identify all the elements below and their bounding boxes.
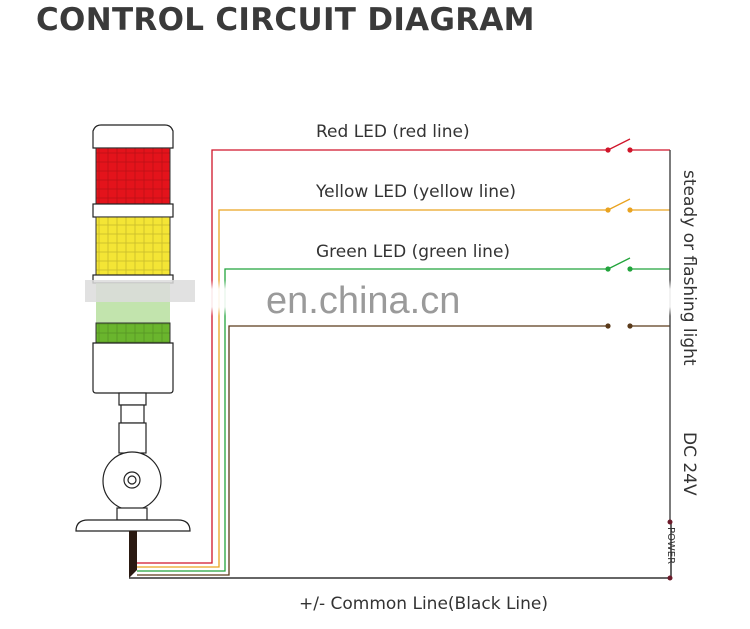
switch-yellow-lever bbox=[607, 198, 631, 211]
tower-neck bbox=[118, 392, 147, 406]
tower-base-body bbox=[92, 342, 174, 394]
tower-ring bbox=[92, 203, 174, 218]
common-line-label: +/- Common Line(Black Line) bbox=[299, 594, 548, 614]
signal-tower bbox=[75, 124, 195, 578]
switch-red-contact bbox=[627, 147, 633, 153]
voltage-label: DC 24V bbox=[679, 432, 699, 496]
wire-red bbox=[137, 149, 608, 564]
wire-green bbox=[137, 268, 608, 572]
wire-red-label: Red LED (red line) bbox=[316, 122, 470, 142]
wires: Red LED (red line) Yellow LED (yellow lin… bbox=[129, 122, 673, 581]
tower-pole bbox=[120, 404, 145, 424]
watermark: en.china.cn bbox=[266, 280, 460, 322]
tower-pole-lower bbox=[118, 422, 147, 454]
mount-base-plate bbox=[75, 519, 191, 532]
switch-yellow-contact bbox=[627, 207, 633, 213]
switch-green-contact bbox=[627, 266, 633, 272]
common-line bbox=[129, 522, 672, 579]
switch-brown-contact bbox=[627, 323, 633, 329]
power-terminal bbox=[667, 575, 673, 581]
power-label: POWER bbox=[665, 527, 676, 564]
tower-cap bbox=[92, 124, 174, 149]
switch-brown-contact bbox=[605, 323, 611, 329]
wire-yellow-label: Yellow LED (yellow line) bbox=[315, 182, 516, 202]
cable bbox=[129, 531, 137, 578]
switch-green-lever bbox=[607, 257, 631, 270]
mode-label: steady or flashing light bbox=[679, 170, 699, 366]
wire-yellow bbox=[137, 209, 608, 568]
wire-brown bbox=[137, 325, 608, 576]
switch-red-lever bbox=[607, 138, 631, 151]
power-terminal bbox=[667, 519, 673, 525]
wire-green-label: Green LED (green line) bbox=[316, 242, 510, 262]
diagram-title: CONTROL CIRCUIT DIAGRAM bbox=[36, 2, 535, 38]
